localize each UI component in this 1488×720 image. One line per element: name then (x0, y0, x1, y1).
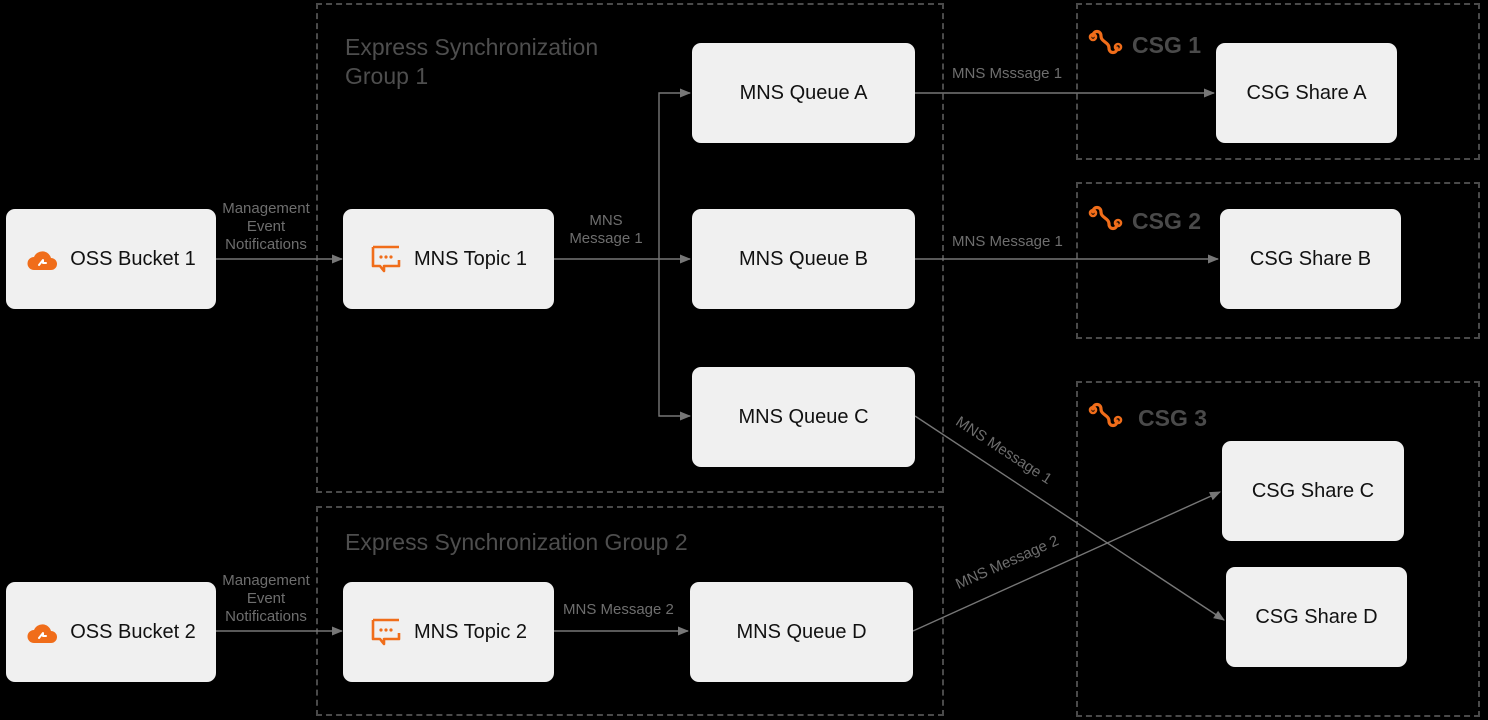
mns-message-icon (370, 616, 402, 648)
edge-label-mgmt-2: Management Event Notifications (218, 572, 314, 626)
node-label: OSS Bucket 2 (70, 620, 196, 643)
csg-share-a-node[interactable]: CSG Share A (1216, 43, 1397, 143)
mns-message-icon (370, 243, 402, 275)
csg-2-label: CSG 2 (1132, 207, 1202, 234)
csg-share-c-node[interactable]: CSG Share C (1222, 441, 1404, 541)
node-label: OSS Bucket 1 (70, 247, 196, 270)
csg-1-label: CSG 1 (1132, 31, 1202, 58)
node-label: MNS Queue B (739, 247, 868, 270)
express-sync-group-1: Express Synchronization Group 1 (316, 3, 944, 493)
node-label: CSG Share D (1255, 605, 1378, 628)
csg-share-b-node[interactable]: CSG Share B (1220, 209, 1401, 309)
mns-queue-a-node[interactable]: MNS Queue A (692, 43, 915, 143)
node-label: MNS Topic 1 (413, 247, 527, 270)
edge-label-queueb-msg: MNS Message 1 (952, 233, 1063, 250)
oss-bucket-2-node[interactable]: OSS Bucket 2 (6, 582, 216, 682)
edge-topic1-queuec (658, 259, 692, 421)
node-label: CSG Share B (1249, 247, 1372, 270)
mns-topic-1-node[interactable]: MNS Topic 1 (343, 209, 554, 309)
csg-group-3: CSG 3 (1076, 381, 1480, 717)
edge-label-line: Management (222, 200, 310, 217)
edge-queuec-shared (914, 415, 1225, 621)
csg-share-d-node[interactable]: CSG Share D (1226, 567, 1407, 667)
edge-label-line: Event (246, 590, 286, 607)
edge-label-line: Notifications (225, 608, 307, 625)
csg-group-2: CSG 2 (1076, 182, 1480, 339)
edge-label-mgmt-1: Management Event Notifications (218, 200, 314, 254)
node-label: MNS Queue D (736, 620, 867, 643)
node-label: CSG Share A (1246, 81, 1367, 104)
edge-label-topic1-msg: MNS Message 1 (560, 212, 652, 248)
group-1-title-line1: Express Synchronization (345, 34, 599, 60)
csg-group-1: CSG 1 (1076, 3, 1480, 160)
group-2-title: Express Synchronization Group 2 (345, 529, 688, 555)
oss-cloud-icon (26, 243, 58, 275)
mns-queue-b-node[interactable]: MNS Queue B (692, 209, 915, 309)
mns-queue-d-node[interactable]: MNS Queue D (690, 582, 913, 682)
edge-queued-sharec (912, 491, 1222, 632)
edge-label-line: Notifications (225, 236, 307, 253)
edge-label-line: MNS (589, 212, 623, 229)
edge-label-line: Message 1 (569, 230, 643, 247)
edge-label-line: Event (246, 218, 286, 235)
group-1-title-line2: Group 1 (345, 63, 429, 89)
node-label: MNS Topic 2 (413, 620, 527, 643)
mns-queue-c-node[interactable]: MNS Queue C (692, 367, 915, 467)
csg-1-title: CSG 1 (1088, 27, 1201, 63)
csg-link-icon (1088, 400, 1124, 436)
csg-link-icon (1088, 203, 1124, 239)
csg-3-label: CSG 3 (1138, 404, 1208, 431)
oss-cloud-icon (26, 616, 58, 648)
edge-label-queuea-msg: MNS Msssage 1 (952, 65, 1063, 82)
mns-topic-2-node[interactable]: MNS Topic 2 (343, 582, 554, 682)
edge-topic1-queuea (658, 88, 692, 259)
edge-label-topic2-msg: MNS Message 2 (563, 601, 674, 618)
csg-3-title: CSG 3 (1088, 400, 1207, 436)
csg-link-icon (1088, 27, 1124, 63)
edge-label-line: Management (222, 572, 310, 589)
group-1-title: Express Synchronization Group 1 (345, 33, 598, 91)
oss-bucket-1-node[interactable]: OSS Bucket 1 (6, 209, 216, 309)
node-label: MNS Queue C (738, 405, 869, 428)
node-label: CSG Share C (1251, 479, 1375, 502)
csg-2-title: CSG 2 (1088, 203, 1201, 239)
express-sync-group-2: Express Synchronization Group 2 (316, 506, 944, 716)
node-label: MNS Queue A (739, 81, 868, 104)
